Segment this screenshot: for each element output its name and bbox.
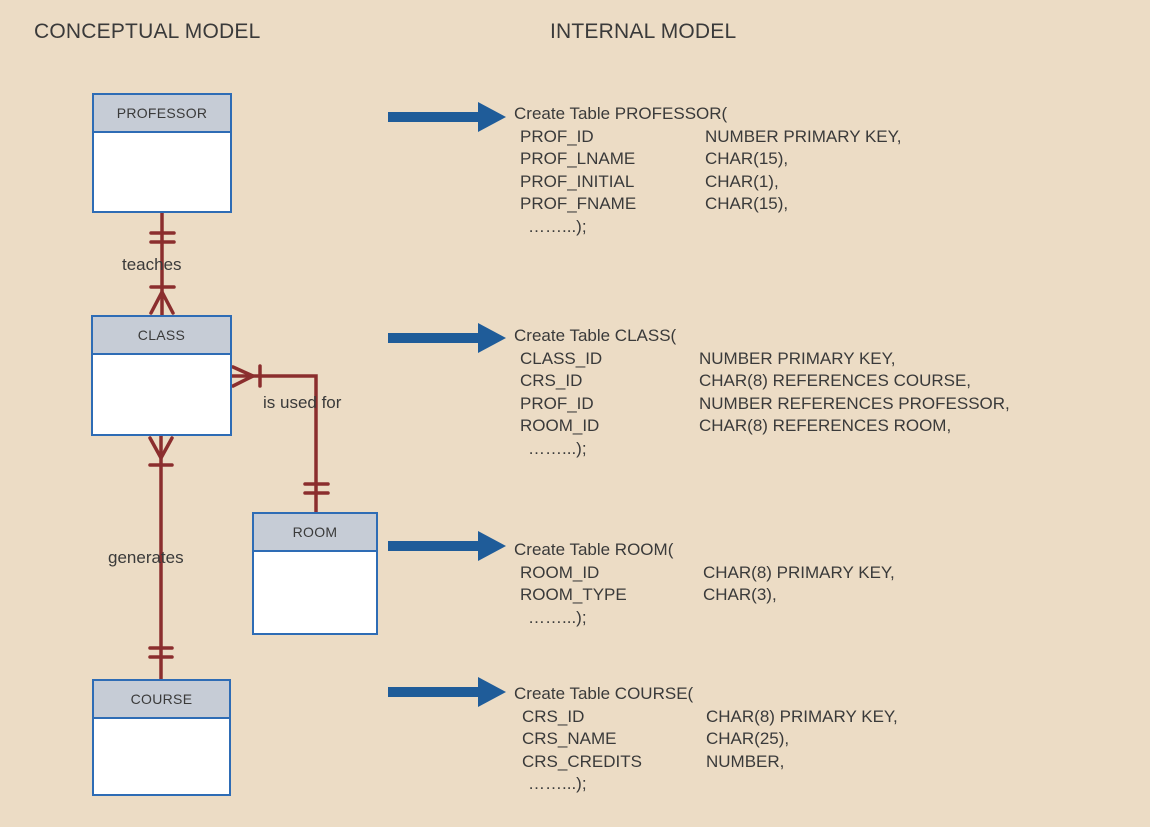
professor-entity-title: PROFESSOR (94, 95, 230, 133)
room-create-table: Create Table ROOM( ROOM_ID CHAR(8) PRIMAR… (514, 539, 895, 629)
create-table-header: Create Table ROOM( (514, 540, 674, 559)
create-table-end: ……...); (528, 607, 587, 627)
course-create-table: Create Table COURSE( CRS_ID CHAR(8) PRIMA… (514, 683, 898, 796)
internal-model-heading: INTERNAL MODEL (550, 20, 737, 43)
column-name: CLASS_ID (520, 348, 603, 368)
column-type: CHAR(8) PRIMARY KEY, (703, 562, 895, 582)
is-used-for-label: is used for (263, 393, 342, 412)
column-row: CLASS_ID NUMBER PRIMARY KEY, (514, 348, 896, 371)
column-name: CRS_ID (520, 371, 583, 390)
column-row: PROF_ID NUMBER PRIMARY KEY, (514, 126, 902, 149)
professor-arrow-icon (388, 102, 506, 132)
is-used-for-crowfoot (231, 365, 258, 388)
column-type: NUMBER PRIMARY KEY, (699, 348, 896, 368)
column-type: NUMBER, (706, 751, 785, 771)
room-entity-title: ROOM (254, 514, 376, 552)
column-type: CHAR(8) PRIMARY KEY, (706, 706, 898, 726)
column-type: CHAR(15), (705, 194, 789, 213)
room-arrow-icon (388, 531, 506, 561)
column-name: PROF_FNAME (520, 194, 637, 213)
column-row: CRS_ID CHAR(8) PRIMARY KEY, (514, 706, 898, 729)
class-entity: CLASS (91, 315, 232, 436)
class-entity-title: CLASS (93, 317, 230, 355)
generates-crowfoot (148, 436, 174, 462)
create-table-end: ……...); (528, 774, 587, 793)
professor-entity: PROFESSOR (92, 93, 232, 213)
column-row: ROOM_ID CHAR(8) REFERENCES ROOM, (514, 415, 951, 438)
column-name: CRS_CREDITS (522, 751, 642, 771)
create-table-header: Create Table CLASS( (514, 326, 677, 345)
create-table-end: ……...); (528, 438, 587, 458)
column-row: CRS_ID CHAR(8) REFERENCES COURSE, (514, 370, 971, 393)
column-type: CHAR(1), (705, 171, 779, 191)
column-row: CRS_NAME CHAR(25), (514, 728, 789, 751)
course-entity: COURSE (92, 679, 231, 796)
column-name: ROOM_TYPE (520, 585, 627, 604)
column-type: NUMBER PRIMARY KEY, (705, 126, 902, 146)
column-type: CHAR(8) REFERENCES COURSE, (699, 371, 972, 390)
column-name: PROF_ID (520, 393, 594, 413)
professor-create-table: Create Table PROFESSOR( PROF_ID NUMBER PR… (514, 103, 902, 238)
column-type: NUMBER REFERENCES PROFESSOR, (699, 393, 1010, 413)
column-type: CHAR(3), (703, 585, 777, 604)
column-name: PROF_ID (520, 126, 594, 146)
column-row: PROF_LNAME CHAR(15), (514, 148, 788, 171)
course-entity-title: COURSE (94, 681, 229, 719)
teaches-crowfoot (149, 288, 175, 315)
class-create-table: Create Table CLASS( CLASS_ID NUMBER PRIMA… (514, 325, 1010, 460)
column-row: PROF_FNAME CHAR(15), (514, 193, 788, 216)
generates-label: generates (108, 548, 184, 567)
column-type: CHAR(15), (705, 149, 789, 168)
column-name: CRS_ID (522, 706, 585, 726)
column-row: PROF_ID NUMBER REFERENCES PROFESSOR, (514, 393, 1010, 416)
column-name: ROOM_ID (520, 562, 600, 582)
column-type: CHAR(25), (706, 729, 790, 748)
column-name: PROF_LNAME (520, 149, 636, 168)
create-table-end: ……...); (528, 216, 587, 236)
conceptual-model-heading: CONCEPTUAL MODEL (34, 20, 261, 43)
column-row: ROOM_ID CHAR(8) PRIMARY KEY, (514, 562, 895, 585)
course-arrow-icon (388, 677, 506, 707)
column-row: CRS_CREDITS NUMBER, (514, 751, 784, 774)
class-arrow-icon (388, 323, 506, 353)
create-table-header: Create Table COURSE( (514, 684, 694, 703)
column-type: CHAR(8) REFERENCES ROOM, (699, 416, 952, 435)
column-name: PROF_INITIAL (520, 171, 635, 191)
teaches-label: teaches (122, 255, 182, 274)
column-name: ROOM_ID (520, 416, 600, 435)
column-row: PROF_INITIAL CHAR(1), (514, 171, 779, 194)
room-entity: ROOM (252, 512, 378, 635)
create-table-header: Create Table PROFESSOR( (514, 104, 728, 123)
column-name: CRS_NAME (522, 729, 617, 748)
column-row: ROOM_TYPE CHAR(3), (514, 584, 777, 607)
